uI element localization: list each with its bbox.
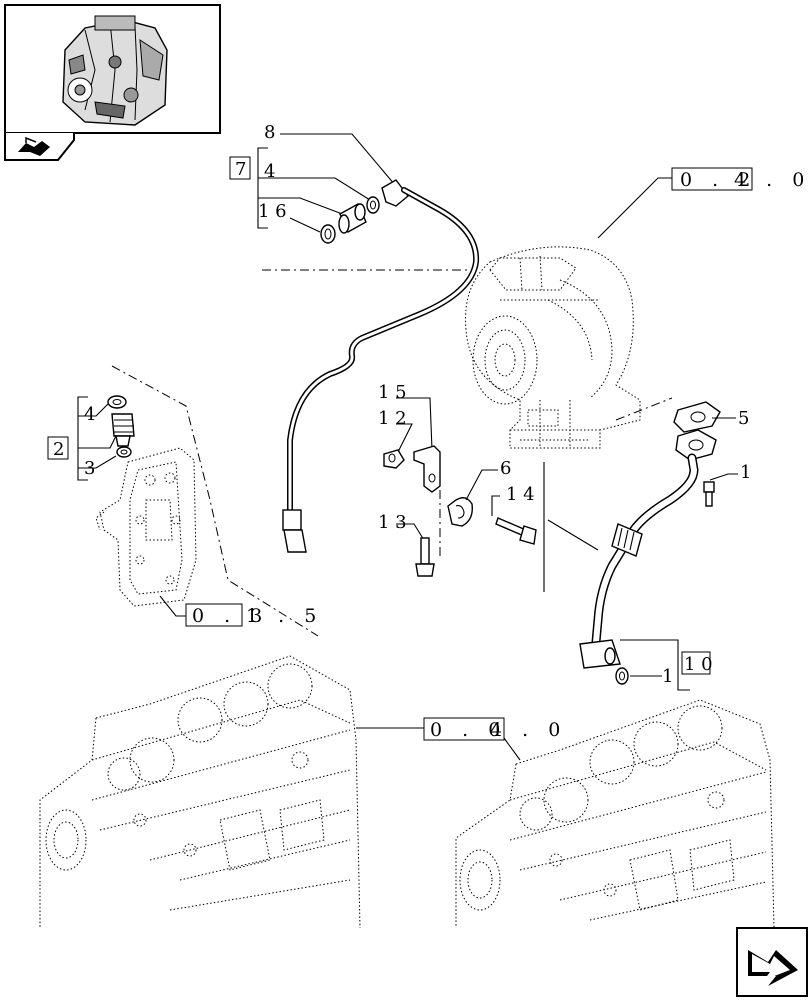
engine-block-right-outline xyxy=(455,699,775,929)
callout-group-2 xyxy=(77,396,119,481)
item-7-label: 7 xyxy=(235,159,246,180)
ref-0315-box-label: 0 . 3 xyxy=(192,605,269,627)
turbocharger-outline xyxy=(465,246,641,449)
nut-12[interactable] xyxy=(383,449,405,469)
union-fitting[interactable] xyxy=(338,203,367,234)
item-6-label: 6 xyxy=(500,458,511,479)
item-1-right-label: 1 xyxy=(740,462,751,483)
bolt-13[interactable] xyxy=(415,537,435,577)
item-16-label: 1 6 xyxy=(258,201,287,222)
bolt-1-right[interactable] xyxy=(703,481,715,507)
next-page-arrow-icon[interactable] xyxy=(736,927,808,997)
item-3-label: 3 xyxy=(84,458,95,479)
item-2-box[interactable] xyxy=(47,436,69,460)
sensor-fitting-2[interactable] xyxy=(111,413,135,447)
oil-drain-pipe-10[interactable] xyxy=(579,429,717,669)
ref-0040-box-label: 0 . 0 xyxy=(430,719,507,741)
engine-thumbnail-icon[interactable] xyxy=(4,4,221,134)
ref-0040-tail-label: 4 . 0 xyxy=(490,719,567,741)
clamp-6[interactable] xyxy=(447,497,473,527)
callout-group-7 xyxy=(257,147,371,229)
item-15-label: 1 5 xyxy=(378,382,407,403)
item-14-label: 1 4 xyxy=(506,484,535,505)
ref-0240-tail-label: 4 . 0 xyxy=(734,169,811,191)
oil-feed-pipe-8[interactable] xyxy=(282,187,480,553)
ref-0040-box[interactable] xyxy=(423,717,505,741)
ref-0240-box[interactable] xyxy=(671,167,753,191)
book-arrow-icon[interactable] xyxy=(4,133,75,161)
ref-0315-tail-label: 1 . 5 xyxy=(246,605,323,627)
ref-0240-box-label: 0 . 2 xyxy=(680,169,757,191)
oil-filter-housing-outline xyxy=(95,447,197,607)
item-4-top-label: 4 xyxy=(264,161,275,182)
item-10-box[interactable] xyxy=(681,651,711,675)
item-5-label: 5 xyxy=(738,408,749,429)
gasket-5[interactable] xyxy=(673,401,721,433)
pipe-nut-8[interactable] xyxy=(381,179,409,207)
bracket-15[interactable] xyxy=(413,445,441,493)
item-7-box[interactable] xyxy=(229,156,251,180)
ref-0315-box[interactable] xyxy=(185,603,243,627)
item-1-bottom-label: 1 xyxy=(662,666,673,687)
item-4-left-label: 4 xyxy=(84,404,95,425)
item-12-label: 1 2 xyxy=(378,408,407,429)
item-10-label: 1 0 xyxy=(684,654,713,675)
item-8-label: 8 xyxy=(264,122,275,143)
engine-block-left-outline xyxy=(39,655,361,929)
item-13-label: 1 3 xyxy=(378,512,407,533)
item-2-label: 2 xyxy=(53,439,64,460)
bolt-14[interactable] xyxy=(495,517,537,545)
